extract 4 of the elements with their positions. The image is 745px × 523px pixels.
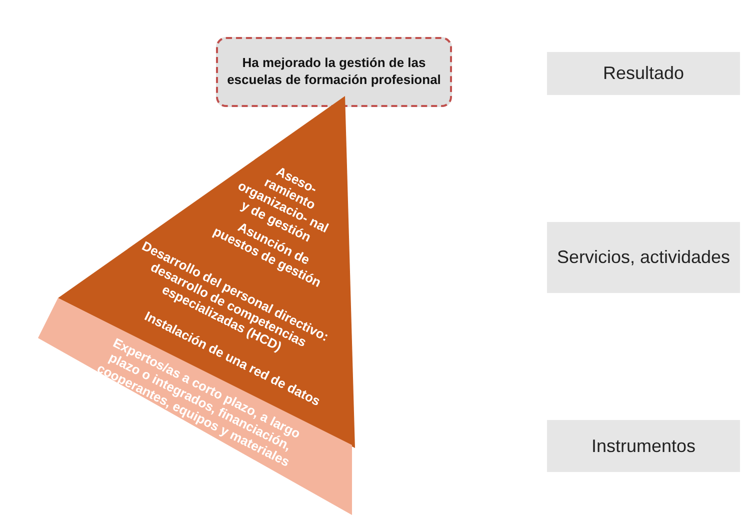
level-label: Resultado: [547, 52, 740, 95]
result-box: Ha mejorado la gestión de las escuelas de formación profesional: [216, 37, 452, 107]
level-label: Servicios, actividades: [547, 222, 740, 293]
level-label: Instrumentos: [547, 420, 740, 472]
